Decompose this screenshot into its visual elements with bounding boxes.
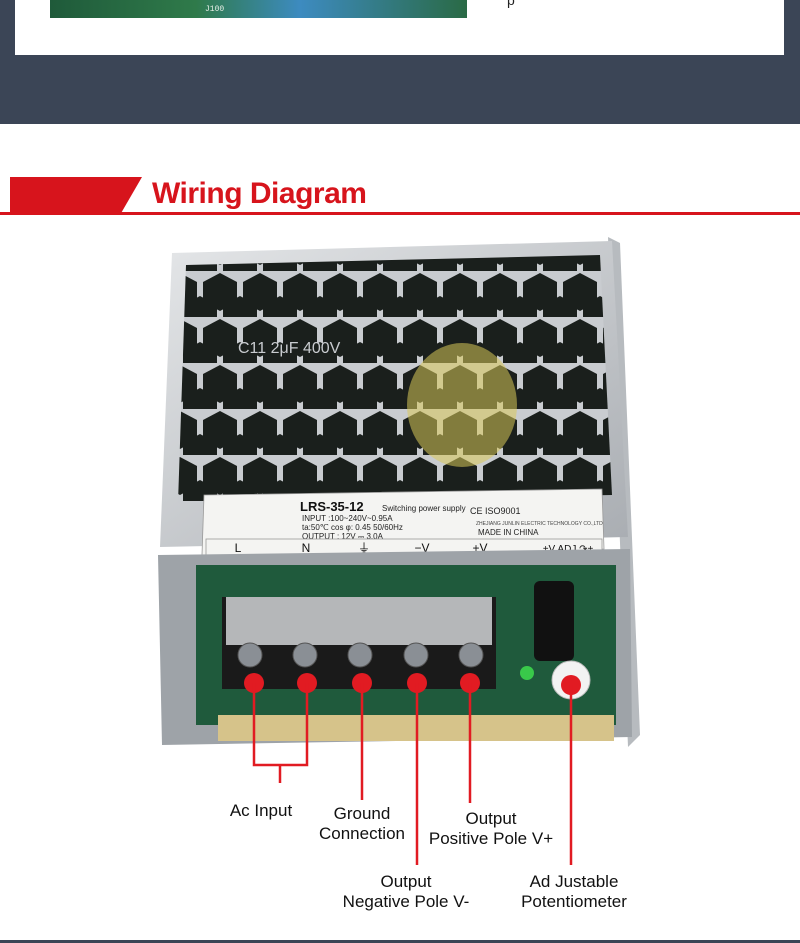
header-red-line: [0, 212, 800, 215]
label-ground-line1: Ground: [333, 804, 391, 823]
power-supply-diagram: C11 2μF 400V LRS-35-12 Switching power s…: [158, 237, 640, 865]
section-title: Wiring Diagram: [152, 177, 367, 210]
label-ground-line2: Connection: [318, 824, 405, 843]
adj-label: +V ADJ ↷+: [543, 544, 594, 555]
terminal-label-ground: ⏚: [358, 541, 370, 555]
header-red-slant: [120, 177, 142, 215]
label-positive: Output Positive Pole V+: [424, 809, 558, 849]
ventilation-grid: [178, 255, 612, 503]
capacitor: [534, 581, 574, 661]
screw-pos: [458, 642, 484, 668]
top-tail-text: p: [507, 0, 515, 8]
output-line: OUTPUT : 12V ⎓ 3.0A: [302, 532, 384, 541]
cert-text: CE ISO9001: [470, 506, 521, 516]
input-line: INPUT :100~240V~0.95A: [302, 514, 393, 523]
label-negative-line2: Negative Pole V-: [342, 892, 470, 911]
terminal-cover: [226, 597, 492, 645]
terminal-label-neg: −V: [414, 541, 429, 555]
top-photo: J100: [50, 0, 467, 18]
label-adjustable: Ad Justable Potentiometer: [506, 872, 642, 912]
model-text: LRS-35-12: [300, 499, 364, 514]
label-negative-line1: Output: [380, 872, 432, 891]
label-ac-input: Ac Input: [229, 801, 293, 820]
transformer: [407, 343, 517, 467]
label-adjustable-line1: Ad Justable: [529, 872, 619, 891]
label-positive-line1: Output: [465, 809, 517, 828]
model-desc: Switching power supply: [382, 504, 466, 513]
board-text: C11 2μF 400V: [238, 340, 341, 357]
label-plate: [201, 488, 605, 556]
screw-neg: [403, 642, 429, 668]
bottom-divider: [0, 940, 800, 943]
top-photo-text: J100: [205, 5, 225, 14]
status-led: [520, 666, 534, 680]
terminal-label-l: L: [235, 541, 242, 555]
maker-text: ZHEJIANG JUNLIN ELECTRIC TECHNOLOGY CO.,…: [476, 521, 603, 527]
label-negative: Output Negative Pole V-: [336, 872, 476, 912]
header-red-block: [10, 177, 120, 215]
label-positive-line2: Positive Pole V+: [428, 829, 554, 848]
screw-ground: [347, 642, 373, 668]
label-adjustable-line2: Potentiometer: [521, 892, 627, 911]
terminal-label-n: N: [302, 541, 311, 555]
screw-l: [237, 642, 263, 668]
label-ground: Ground Connection: [306, 804, 418, 844]
screw-n: [292, 642, 318, 668]
ta-line: ta:50℃ cos φ: 0.45 50/60Hz: [302, 523, 403, 532]
made-in-text: MADE IN CHINA: [478, 528, 539, 537]
